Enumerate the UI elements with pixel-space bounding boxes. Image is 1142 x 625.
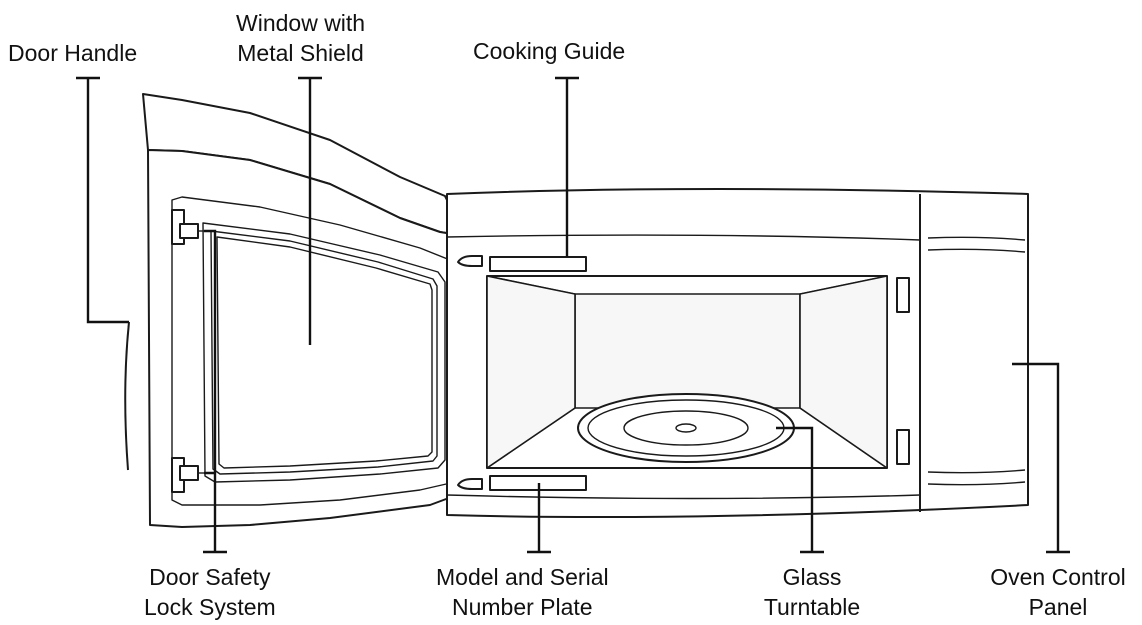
label-window: Window with Metal Shield xyxy=(236,8,365,68)
label-door-safety: Door Safety Lock System xyxy=(144,562,276,622)
label-model-plate-line1: Model and Serial xyxy=(436,564,609,590)
label-door-handle-text: Door Handle xyxy=(8,40,138,66)
label-oven-control-line2: Panel xyxy=(1028,594,1088,620)
door-window xyxy=(202,222,446,483)
upper-hinge xyxy=(457,255,483,267)
cooking-guide-plate xyxy=(489,256,587,272)
leader-door-handle xyxy=(76,76,129,324)
lower-hinge xyxy=(457,478,483,490)
label-oven-control: Oven Control Panel xyxy=(976,562,1140,622)
label-door-safety-line2: Lock System xyxy=(144,594,276,620)
label-window-line1: Window with xyxy=(236,10,366,36)
label-cooking-guide: Cooking Guide xyxy=(473,36,625,66)
upper-latch-slot xyxy=(896,277,910,313)
door-safety-latches xyxy=(171,209,210,493)
door-handle xyxy=(124,321,130,471)
oven-door xyxy=(142,93,466,528)
leader-door-safety xyxy=(203,229,227,554)
leader-glass-turntable xyxy=(776,426,824,554)
leader-cooking-guide xyxy=(555,76,579,257)
label-model-plate-line2: Number Plate xyxy=(451,594,593,620)
label-door-safety-line1: Door Safety xyxy=(149,564,271,590)
label-model-plate: Model and Serial Number Plate xyxy=(436,562,609,622)
label-window-line2: Metal Shield xyxy=(237,40,364,66)
leader-window xyxy=(298,76,322,345)
label-oven-control-line1: Oven Control xyxy=(990,564,1126,590)
label-glass-turntable: Glass Turntable xyxy=(762,562,862,622)
label-glass-turntable-line2: Turntable xyxy=(763,594,861,620)
label-glass-turntable-line1: Glass xyxy=(782,564,842,590)
leader-oven-control xyxy=(1012,362,1070,554)
label-door-handle: Door Handle xyxy=(8,38,137,68)
leader-model-plate xyxy=(527,483,551,554)
lower-latch-slot xyxy=(896,429,910,465)
label-cooking-guide-text: Cooking Guide xyxy=(473,38,626,64)
glass-turntable xyxy=(577,393,795,463)
